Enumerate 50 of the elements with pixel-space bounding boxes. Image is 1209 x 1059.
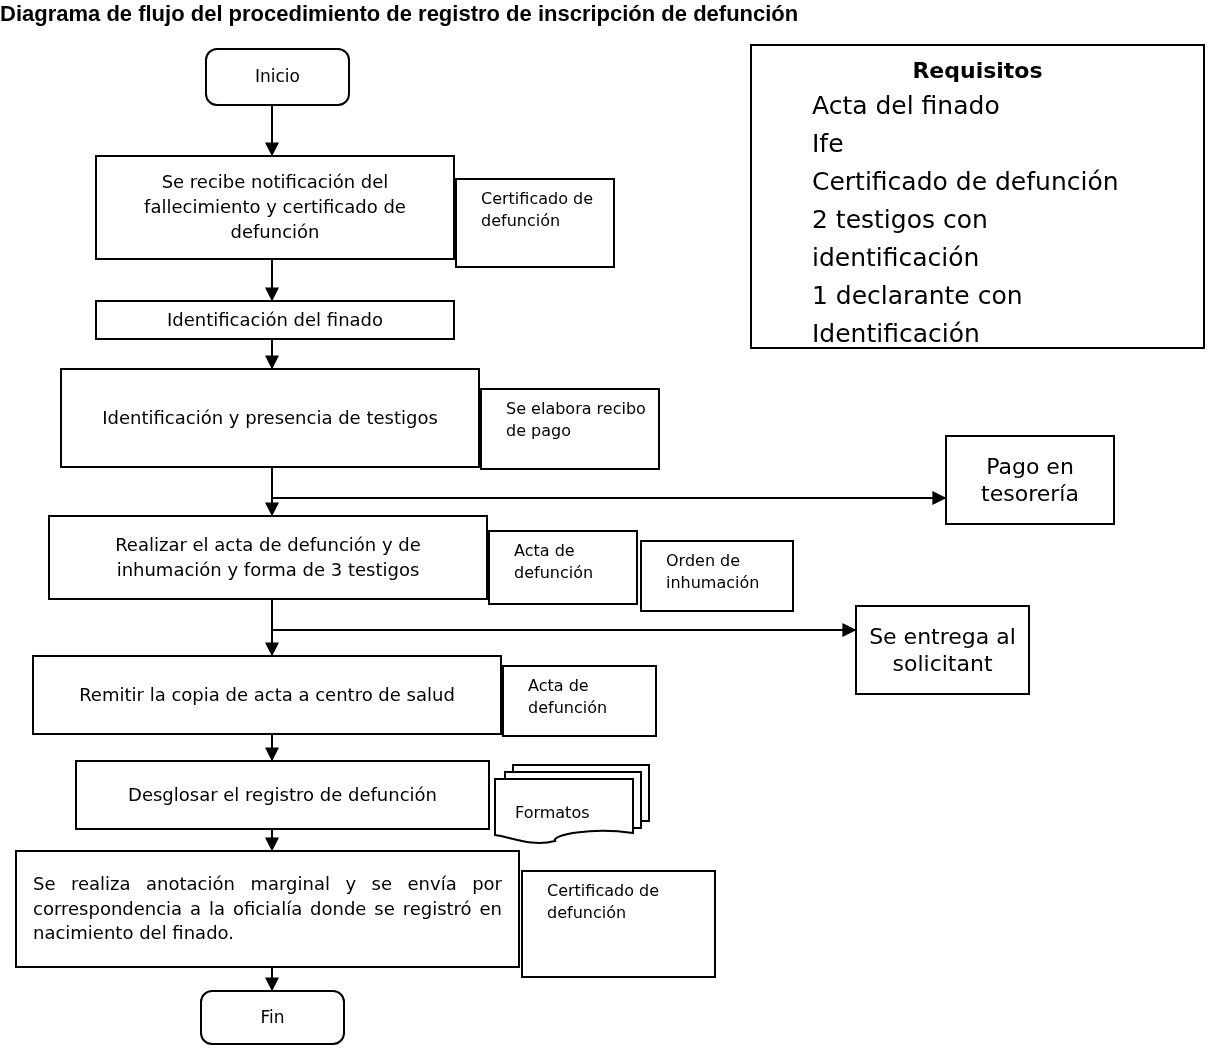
process-box xyxy=(75,760,490,830)
arrow xyxy=(265,734,279,762)
document-label: Certificado de defunción xyxy=(547,880,661,924)
arrow xyxy=(265,259,279,302)
requirement-item: 1 declarante con Identificación xyxy=(812,280,1024,350)
document-label: Acta de defunción xyxy=(514,540,595,584)
process-box xyxy=(48,515,488,600)
process-label: Identificación del finado xyxy=(167,307,383,332)
requirement-item: Ife xyxy=(812,128,845,160)
process-label: Realizar el acta de defunción y de inhumación y forma de 3 testigos xyxy=(114,532,422,582)
document-label: Formatos xyxy=(515,802,590,824)
process-box xyxy=(60,368,480,468)
document-label: Acta de defunción xyxy=(528,675,609,719)
document-stack xyxy=(491,763,651,845)
diagram-title: Diagrama de flujo del procedimiento de registro de inscripción de defunción xyxy=(0,0,799,28)
process-label: Remitir la copia de acta a centro de salud xyxy=(79,682,455,707)
terminal-box xyxy=(205,48,350,106)
document-box xyxy=(488,530,638,605)
process-box xyxy=(855,605,1030,695)
arrow xyxy=(265,339,279,370)
process-label: Se entrega al solicitant xyxy=(869,622,1016,678)
process-label: Se realiza anotación marginal y se envía por correspondencia a la oficialía donde se registró en nacimiento del finado. xyxy=(33,871,502,946)
arrow xyxy=(265,105,279,157)
document-box xyxy=(640,540,794,612)
panel-heading: Requisitos xyxy=(912,57,1043,85)
terminal-label: Inicio xyxy=(255,65,300,89)
document-label: Se elabora recibo de pago xyxy=(506,398,647,442)
document-label: Orden de inhumación xyxy=(666,550,761,594)
process-box xyxy=(95,300,455,340)
process-label: Pago en tesorería xyxy=(980,452,1080,508)
process-box xyxy=(945,435,1115,525)
document-box xyxy=(502,665,657,737)
arrow xyxy=(265,829,279,852)
arrow xyxy=(265,967,279,992)
requirement-item: 2 testigos con identificación xyxy=(812,204,989,274)
document-box xyxy=(521,870,716,978)
process-box xyxy=(32,655,502,735)
terminal-box xyxy=(200,990,345,1045)
document-box xyxy=(455,178,615,268)
process-box xyxy=(15,850,520,968)
requirements-panel xyxy=(750,44,1205,349)
requirement-item: Acta del finado xyxy=(812,90,1001,122)
document-box xyxy=(480,388,660,470)
process-box xyxy=(95,155,455,260)
terminal-label: Fin xyxy=(260,1005,285,1029)
requirement-item: Certificado de defunción xyxy=(812,166,1120,198)
process-label: Identificación y presencia de testigos xyxy=(102,405,438,430)
process-label: Desglosar el registro de defunción xyxy=(128,782,437,807)
document-label: Certificado de defunción xyxy=(481,188,595,232)
process-label: Se recibe notificación del fallecimiento y certificado de defunción xyxy=(143,170,407,244)
